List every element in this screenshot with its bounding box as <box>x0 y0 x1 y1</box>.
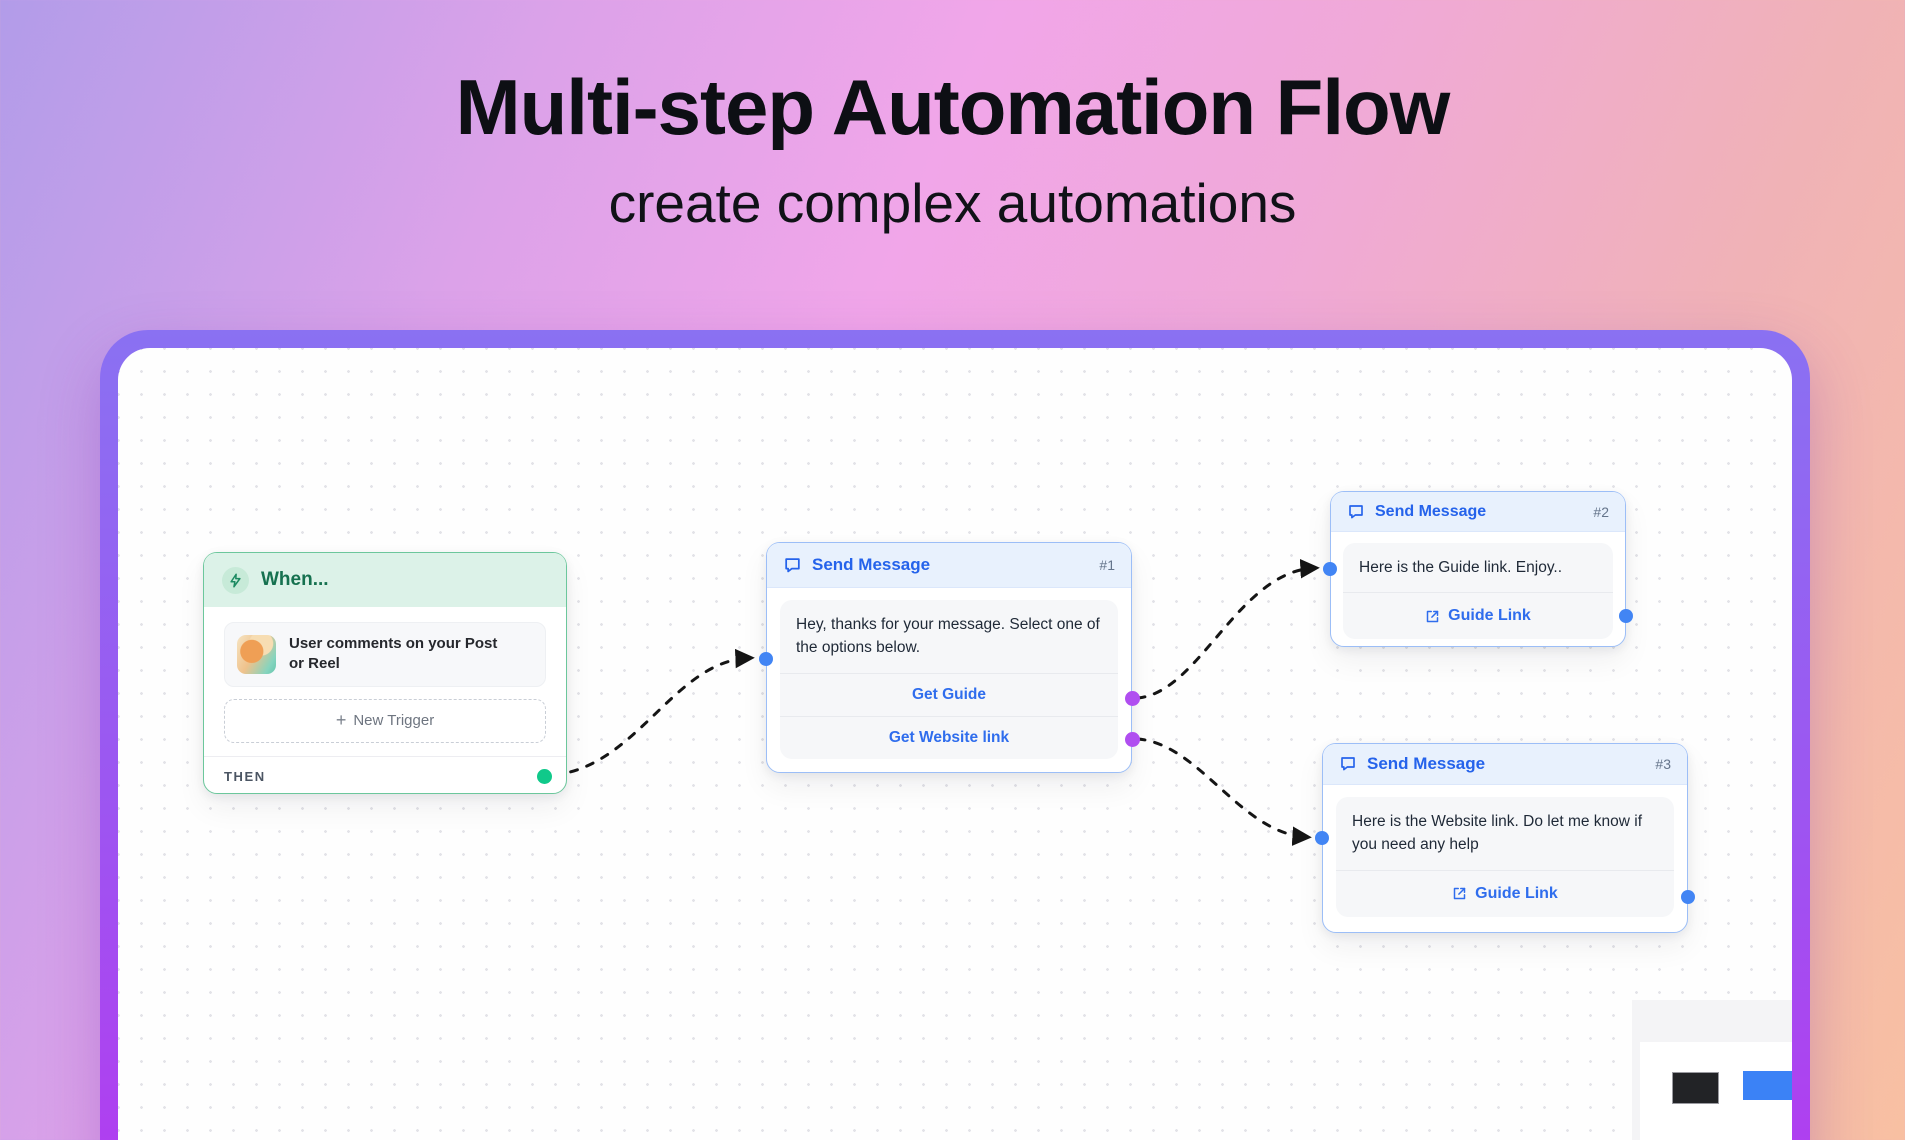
trigger-node-title: When... <box>261 569 329 590</box>
connector-then-to-msg1 <box>552 648 755 777</box>
message-node-header: Send Message #3 <box>1323 744 1687 785</box>
chat-bubble-icon <box>1341 757 1355 771</box>
guide-link-button[interactable]: Guide Link <box>1343 593 1613 639</box>
blue-button-fragment <box>1743 1071 1792 1100</box>
guide-link-label: Guide Link <box>1448 607 1531 625</box>
divider <box>780 715 1118 717</box>
guide-link-label: Guide Link <box>1475 884 1558 902</box>
divider <box>1343 592 1613 594</box>
trigger-node-when[interactable]: When... User comments on your Post or Re… <box>203 552 567 794</box>
message-node-header: Send Message #1 <box>767 543 1131 588</box>
trigger-node-header: When... <box>204 553 566 607</box>
message-text: Here is the Guide link. Enjoy.. <box>1359 559 1563 576</box>
post-thumbnail <box>237 634 276 674</box>
clipped-panel-body <box>1640 1042 1792 1140</box>
new-trigger-label: New Trigger <box>353 712 435 729</box>
msg2-output-handle[interactable] <box>1619 609 1633 623</box>
divider <box>780 672 1118 674</box>
node-number-badge: #3 <box>1655 756 1671 772</box>
send-message-node-2[interactable]: Send Message #2 Here is the Guide link. … <box>1323 491 1633 647</box>
msg3-output-handle[interactable] <box>1681 890 1695 904</box>
node-number-badge: #2 <box>1593 503 1609 520</box>
option-button-get-website-link[interactable]: Get Website link <box>888 728 1010 746</box>
message-text: Hey, thanks for your message. Select one… <box>796 616 1100 657</box>
send-message-node-1[interactable]: Send Message #1 Hey, thanks for your mes… <box>759 542 1140 773</box>
then-output-handle[interactable] <box>537 768 552 784</box>
message-text: Here is the Website link. Do let me know… <box>1352 813 1643 854</box>
trigger-condition-label: User comments on your Post or Reel <box>289 635 498 673</box>
dark-button-fragment <box>1672 1072 1719 1104</box>
get-guide-output-handle[interactable] <box>1125 691 1140 706</box>
plus-icon: + <box>335 710 347 730</box>
message-node-title: Send Message <box>812 555 931 574</box>
node-number-badge: #1 <box>1099 557 1115 573</box>
external-link-icon <box>1426 610 1439 622</box>
connector-getwebsite-to-msg3 <box>1136 737 1312 846</box>
then-label: THEN <box>224 768 266 784</box>
chat-bubble-icon <box>1349 504 1363 518</box>
msg1-input-handle[interactable] <box>759 652 773 666</box>
msg2-input-handle[interactable] <box>1323 562 1337 576</box>
external-link-icon <box>1453 887 1466 900</box>
trigger-node-footer: THEN <box>204 755 566 796</box>
message-node-title: Send Message <box>1375 502 1487 520</box>
lightning-bolt-icon <box>222 566 249 594</box>
divider <box>1336 869 1674 871</box>
send-message-node-3[interactable]: Send Message #3 Here is the Website link… <box>1315 743 1695 933</box>
trigger-condition-card[interactable]: User comments on your Post or Reel <box>224 622 546 687</box>
flow-canvas-frame: When... User comments on your Post or Re… <box>100 330 1810 1140</box>
get-website-output-handle[interactable] <box>1125 732 1140 747</box>
chat-bubble-icon <box>785 557 800 572</box>
connector-getguide-to-msg2 <box>1136 559 1320 700</box>
guide-link-button[interactable]: Guide Link <box>1336 871 1674 917</box>
page-subtitle: create complex automations <box>608 172 1297 234</box>
option-button-get-guide[interactable]: Get Guide <box>911 685 987 703</box>
msg3-input-handle[interactable] <box>1315 831 1329 845</box>
message-node-title: Send Message <box>1367 754 1486 773</box>
flow-canvas[interactable]: When... User comments on your Post or Re… <box>118 348 1792 1140</box>
message-node-header: Send Message #2 <box>1331 492 1625 532</box>
hero-header: Multi-step Automation Flow create comple… <box>0 0 1905 235</box>
page-title: Multi-step Automation Flow <box>455 63 1451 151</box>
new-trigger-button[interactable]: + New Trigger <box>224 698 546 743</box>
clipped-panel-fragment <box>1632 1000 1792 1140</box>
